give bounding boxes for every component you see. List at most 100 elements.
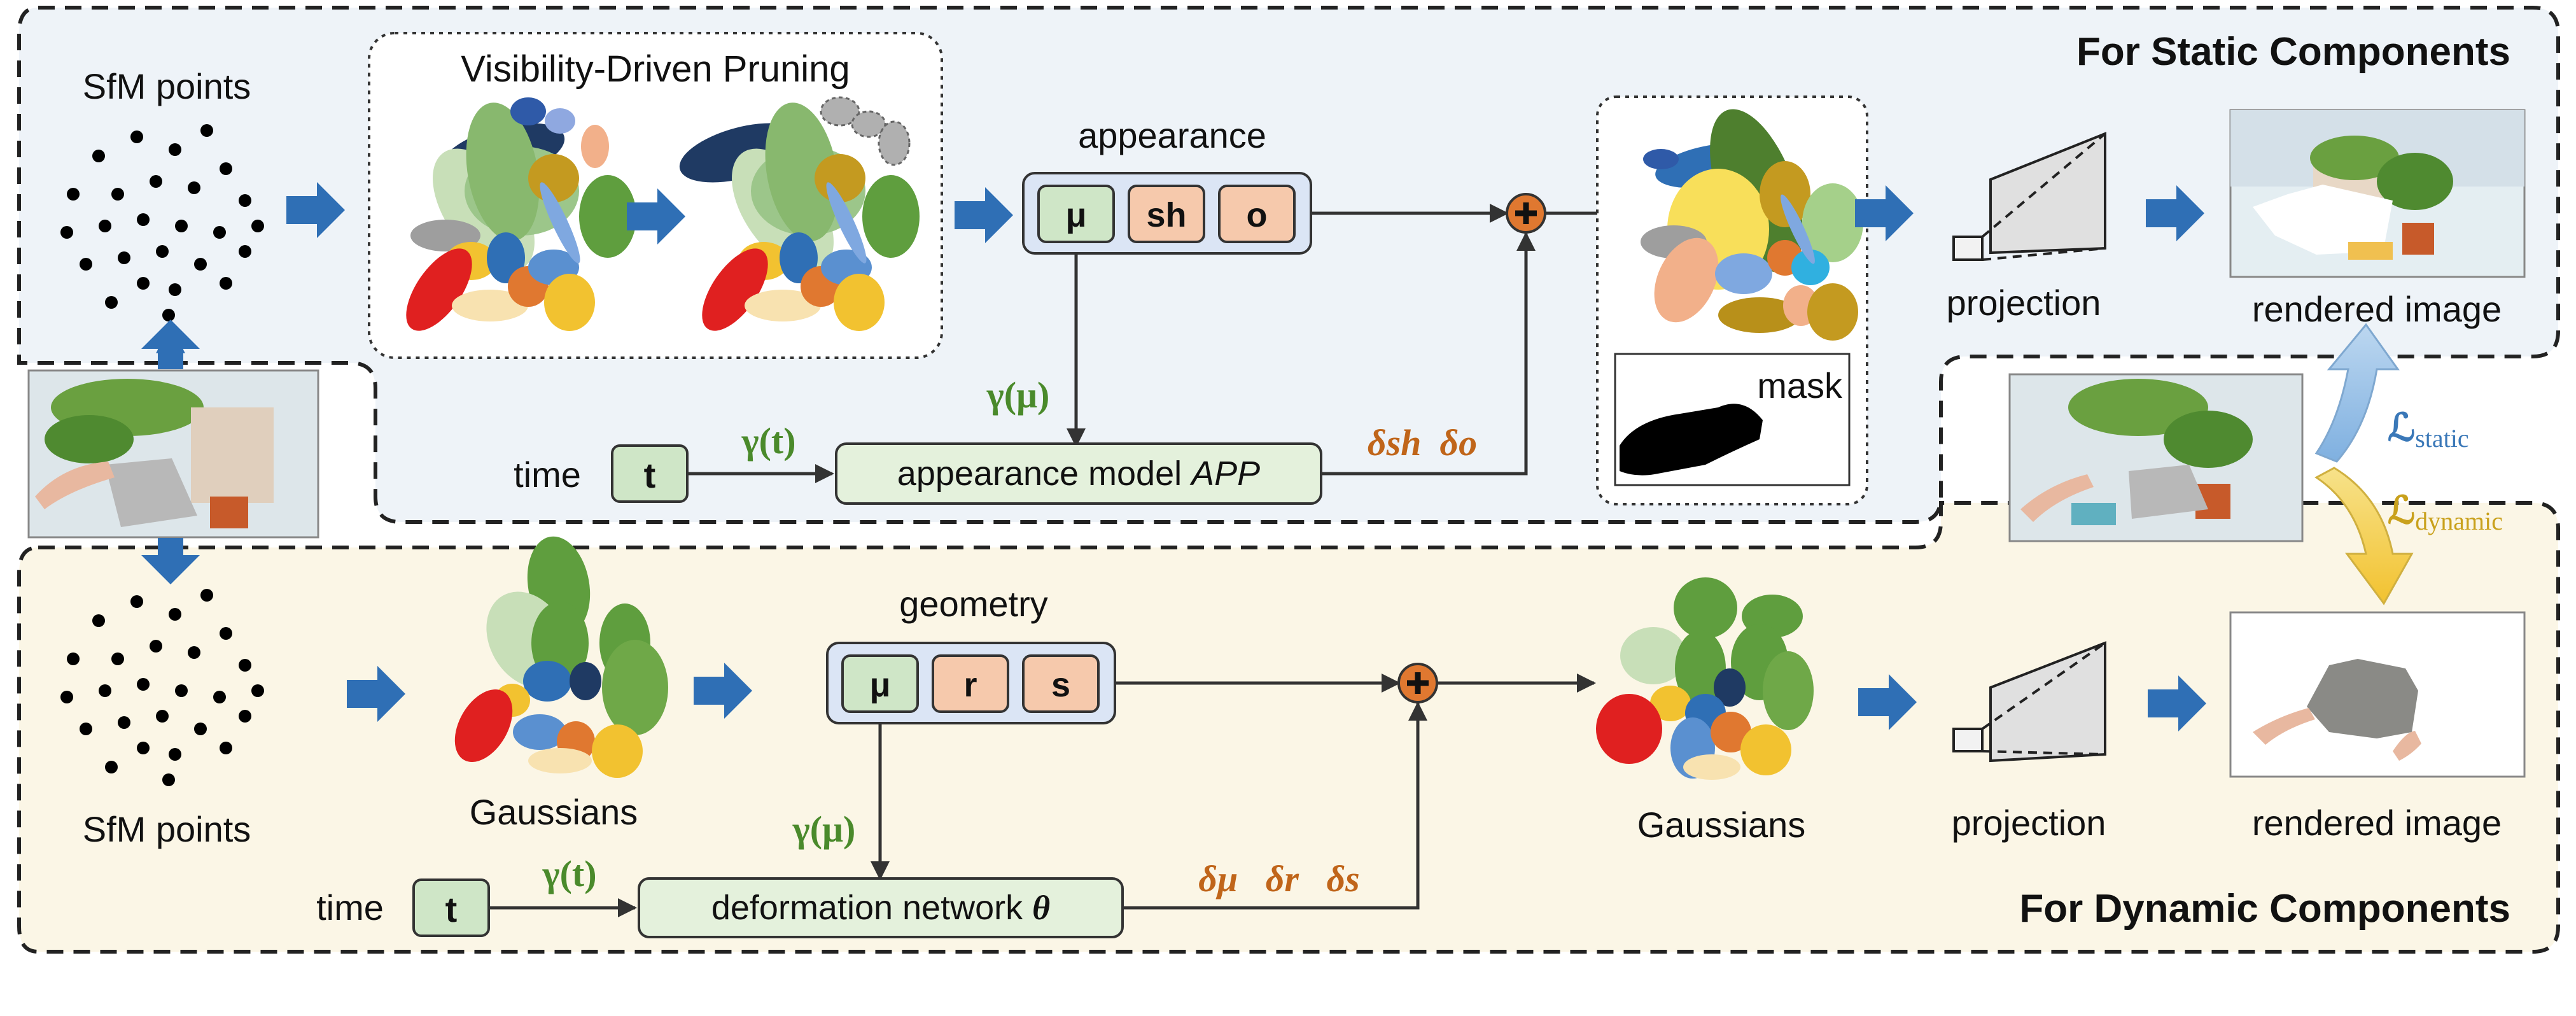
svg-text:r: r (963, 666, 977, 704)
sfm-point (200, 124, 213, 137)
gaussians-with-mask (1641, 109, 1863, 341)
static-rendered-image (2229, 109, 2526, 278)
svg-text:s: s (1051, 666, 1070, 704)
sfm-point (137, 742, 150, 754)
sfm-point (130, 131, 143, 143)
loss-static-label: ℒstatic (2388, 407, 2469, 453)
sfm-point (99, 684, 111, 697)
svg-text:sh: sh (1146, 196, 1186, 234)
static-rendered-label: rendered image (2252, 289, 2502, 329)
sfm-point (111, 188, 124, 201)
static-deltas: δsh δo (1368, 422, 1477, 463)
sfm-point (105, 761, 118, 773)
mask-label: mask (1757, 365, 1843, 406)
static-plus-node (1506, 193, 1546, 234)
mask-shape (1620, 404, 1763, 476)
static-section-title: For Static Components (2076, 30, 2510, 74)
appearance-attr-mu: μ (1037, 185, 1115, 243)
sfm-point (137, 277, 150, 290)
pruning-label: Visibility-Driven Pruning (461, 48, 850, 90)
static-time-box: t (611, 444, 689, 503)
sfm-point (111, 653, 124, 665)
sfm-point (220, 742, 232, 754)
svg-text:μ: μ (1065, 196, 1086, 234)
sfm-point (80, 258, 92, 271)
dynamic-sfm-label: SfM points (83, 809, 251, 849)
dynamic-network-to-plus-line (1123, 702, 1427, 910)
sfm-point (162, 773, 175, 786)
sfm-point (169, 608, 181, 621)
sfm-point (220, 627, 232, 640)
dynamic-plus-node (1397, 663, 1438, 703)
sfm-point (150, 640, 162, 653)
sfm-point (194, 723, 207, 735)
sfm-point (175, 220, 188, 232)
loss-static-arrow (2314, 323, 2400, 463)
appearance-model-label: appearance model (897, 455, 1191, 493)
appearance-attr-sh: sh (1128, 185, 1205, 243)
svg-text:o: o (1247, 196, 1268, 234)
svg-text:μ: μ (869, 666, 890, 704)
dynamic-sfm-points (60, 589, 264, 786)
static-model-to-plus-line (1321, 232, 1536, 476)
svg-text:t: t (644, 455, 656, 495)
sfm-point (60, 226, 73, 239)
sfm-point (239, 194, 251, 207)
deformation-network-italic: θ (1032, 889, 1050, 927)
sfm-point (188, 181, 200, 194)
sfm-point (92, 150, 105, 162)
sfm-point (156, 245, 169, 258)
appearance-model-italic: APP (1189, 455, 1260, 493)
loss-dynamic-arrow (2314, 467, 2414, 605)
sfm-point (169, 748, 181, 761)
sfm-point (175, 684, 188, 697)
sfm-point (239, 659, 251, 672)
appearance-model-box: appearance model APP (835, 442, 1322, 505)
sfm-point (169, 143, 181, 156)
svg-text:t: t (445, 889, 458, 929)
sfm-point (105, 296, 118, 309)
sfm-point (60, 691, 73, 703)
sfm-point (169, 283, 181, 296)
sfm-point (80, 723, 92, 735)
input-frame-image (27, 369, 319, 539)
svg-text:deformation network θ: deformation network θ (711, 889, 1050, 927)
dynamic-gaussians (454, 536, 668, 778)
dynamic-section-border (17, 500, 2560, 954)
static-gamma-t: γ(t) (741, 420, 795, 462)
sfm-point (156, 710, 169, 723)
deformation-network-box: deformation network θ (638, 877, 1124, 938)
sfm-point (162, 309, 175, 321)
static-projection-icon (1952, 132, 2106, 261)
sfm-point (220, 162, 232, 175)
sfm-point (194, 258, 207, 271)
dynamic-deltas: δμ δr δs (1198, 858, 1360, 900)
static-gamma-mu: γ(μ) (986, 374, 1050, 416)
sfm-point (213, 691, 226, 703)
sfm-point (67, 188, 80, 201)
geometry-attr-r: r (932, 654, 1009, 713)
sfm-point (67, 653, 80, 665)
gaussians-after-pruning (679, 96, 920, 331)
static-sfm-points (60, 124, 264, 321)
sfm-point (130, 595, 143, 608)
dynamic-projection-icon (1952, 641, 2106, 763)
dynamic-rendered-label: rendered image (2252, 803, 2502, 843)
sfm-point (137, 213, 150, 226)
sfm-point (220, 277, 232, 290)
dynamic-rendered-image (2229, 611, 2526, 778)
input-up-arrow (141, 320, 200, 369)
sfm-point (92, 614, 105, 627)
sfm-point (99, 220, 111, 232)
dynamic-gamma-mu: γ(μ) (792, 808, 856, 850)
ground-truth-image (2008, 373, 2304, 542)
sfm-point (239, 710, 251, 723)
deformation-network-label: deformation network (711, 889, 1032, 927)
sfm-point (118, 716, 130, 729)
sfm-point (251, 220, 264, 232)
sfm-point (150, 175, 162, 188)
geometry-attr-s: s (1022, 654, 1100, 713)
static-time-label: time (514, 455, 581, 495)
geometry-attr-mu: μ (841, 654, 919, 713)
